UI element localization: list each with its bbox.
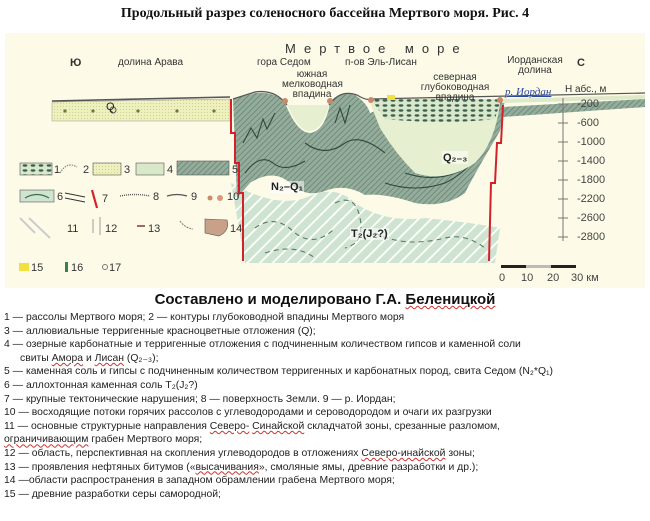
legend-item-14: 14: [230, 223, 243, 235]
axis-tick: -2200: [577, 193, 606, 205]
note-line: 3 — аллювиальные терригенные красноцветн…: [4, 325, 316, 337]
note-line: 11 — основные структурные направления Се…: [4, 420, 501, 432]
legend-item-15: 15: [31, 262, 44, 274]
author-name: Беленицкой: [405, 291, 496, 308]
note-line: 10 — восходящие потоки горячих рассолов …: [4, 407, 492, 419]
author-credit: Составлено и моделировано Г.А. Беленицко…: [154, 291, 496, 308]
legend-item-13: 13: [148, 223, 161, 235]
place-lisan: п-ов Эль-Лисан: [345, 57, 417, 68]
legend-item-8: 8: [153, 191, 160, 203]
note-line: 15 — древние разработки серы самородной;: [4, 488, 221, 500]
axis-tick: -2600: [577, 212, 606, 224]
axis-tick: -200: [577, 98, 600, 110]
legend-item-16: 16: [71, 262, 84, 274]
legend-item-5: 5: [232, 164, 239, 176]
south-shallow-basin-label: южная мелководная впадина: [282, 69, 343, 100]
axis-tick: -1000: [577, 136, 606, 148]
legend-item-10: 10: [227, 191, 240, 203]
formation-q: Q: [106, 101, 115, 113]
legend-item-1: 1: [54, 164, 61, 176]
axis-tick: -1800: [577, 174, 606, 186]
legend-item-12: 12: [105, 223, 118, 235]
note-line: 13 — проявления нефтяных битумов («высач…: [4, 461, 479, 473]
place-sedom: гора Седом: [257, 57, 311, 68]
formation-q23: Q₂₋₃: [442, 151, 469, 164]
scale-label: 10: [521, 272, 534, 284]
legend-item-7: 7: [102, 193, 109, 205]
axis-tick: -1400: [577, 155, 606, 167]
scale-label: 30 км: [571, 272, 599, 284]
sea-label: Мертвое море: [285, 41, 468, 56]
legend-item-6: 6: [57, 191, 64, 203]
legend-item-17: 17: [109, 262, 122, 274]
formation-t2j2: T₂(J₂?): [350, 228, 389, 240]
legend-item-3: 3: [124, 164, 131, 176]
note-line: ограничивающим грабен Мертвого моря;: [4, 434, 203, 446]
note-line: 5 — каменная соль и гипсы с подчиненным …: [4, 366, 553, 378]
jordan-river-label: р. Иордан: [505, 86, 552, 98]
north-label: С: [577, 57, 585, 69]
formation-n2q1: N₂–Q₁: [270, 181, 305, 193]
north-deep-basin-label: северная глубоководная впадина: [420, 72, 490, 103]
legend-item-11: 11: [67, 223, 79, 235]
place-arava: долина Арава: [118, 57, 184, 68]
note-line: 6 — аллохтонная каменная соль T₂(J₂?): [4, 379, 198, 391]
note-line: 7 — крупные тектонические нарушения; 8 —…: [4, 393, 396, 405]
place-jordan-valley: Иорданская долина: [507, 55, 563, 76]
note-line: 12 — область, перспективная на скопления…: [4, 447, 475, 459]
legend-item-9: 9: [191, 191, 198, 203]
note-line: свиты Амора и Лисан (Q₂₋₃);: [20, 352, 159, 364]
legend-item-2: 2: [83, 164, 90, 176]
legend-notes: 1 — рассолы Мертвого моря; 2 — контуры г…: [4, 311, 650, 501]
axis-tick: -2800: [577, 231, 606, 243]
note-line: 1 — рассолы Мертвого моря; 2 — контуры г…: [4, 312, 405, 323]
note-line: 14 —области распространения в западном о…: [4, 475, 395, 487]
figure-title: Продольный разрез соленосного бассейна М…: [120, 6, 530, 21]
axis-title: Н абс., м: [565, 84, 607, 95]
scale-label: 0: [499, 272, 506, 284]
note-line: 4 — озерные карбонатные и терригенные от…: [4, 339, 521, 351]
south-label: Ю: [70, 57, 82, 69]
axis-tick: -600: [577, 117, 600, 129]
cross-section-figure: Мертвое море Ю долина Арава гора Седом п…: [5, 33, 645, 288]
legend-item-4: 4: [167, 164, 174, 176]
cross-section-drawing: [19, 90, 645, 272]
scale-label: 20: [547, 272, 560, 284]
